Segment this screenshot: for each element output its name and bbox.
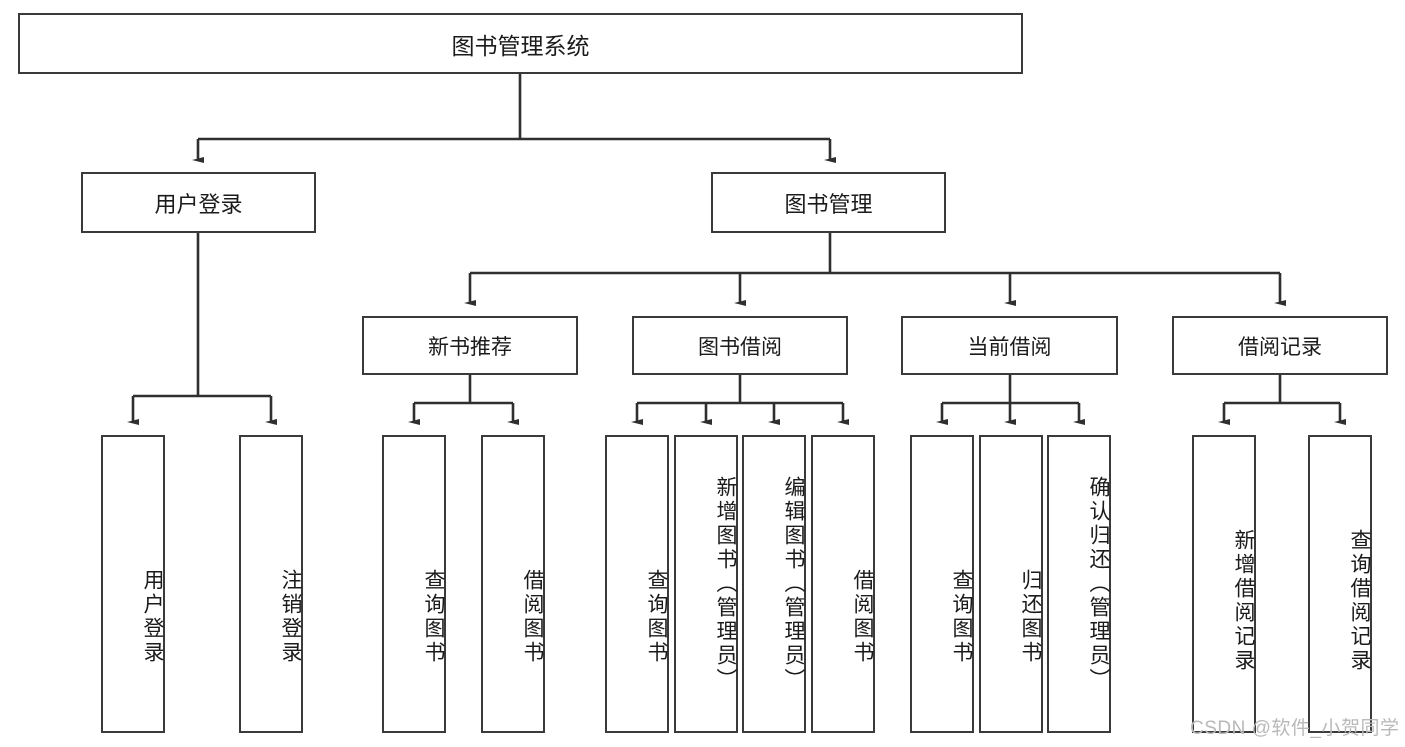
node-label: 确认归还（管理员） xyxy=(1087,476,1110,692)
leaf-current-borrow-confirm-return-admin[interactable]: 确认归还（管理员） xyxy=(1047,435,1111,733)
node-label: 查询图书 xyxy=(422,569,445,665)
node-current-borrow[interactable]: 当前借阅 xyxy=(901,316,1118,375)
node-new-book-recommend[interactable]: 新书推荐 xyxy=(362,316,578,375)
node-label: 查询借阅记录 xyxy=(1348,529,1371,673)
leaf-borrow-record-add-record[interactable]: 新增借阅记录 xyxy=(1192,435,1256,733)
node-borrow-record[interactable]: 借阅记录 xyxy=(1172,316,1388,375)
node-label: 归还图书 xyxy=(1019,569,1042,665)
node-label: 新增图书（管理员） xyxy=(714,476,737,692)
node-label: 查询图书 xyxy=(950,569,973,665)
leaf-current-borrow-return-book[interactable]: 归还图书 xyxy=(979,435,1043,733)
leaf-user-login-login[interactable]: 用户登录 xyxy=(101,435,165,733)
leaf-new-book-borrow-book[interactable]: 借阅图书 xyxy=(481,435,545,733)
node-book-borrow[interactable]: 图书借阅 xyxy=(632,316,848,375)
leaf-book-borrow-query-book[interactable]: 查询图书 xyxy=(605,435,669,733)
node-label: 图书管理 xyxy=(784,191,873,217)
node-label: 借阅图书 xyxy=(521,569,544,665)
node-label: 当前借阅 xyxy=(967,335,1052,359)
node-label: 查询图书 xyxy=(645,569,668,665)
watermark-text: CSDN @软件_小贺同学 xyxy=(1190,718,1400,739)
node-label: 借阅图书 xyxy=(851,569,874,665)
leaf-current-borrow-query-book[interactable]: 查询图书 xyxy=(910,435,974,733)
node-label: 借阅记录 xyxy=(1238,335,1322,359)
node-root-system[interactable]: 图书管理系统 xyxy=(18,13,1023,74)
node-label: 编辑图书（管理员） xyxy=(782,476,805,692)
node-label: 用户登录 xyxy=(154,191,243,217)
leaf-borrow-record-query-record[interactable]: 查询借阅记录 xyxy=(1308,435,1372,733)
leaf-book-borrow-borrow-book[interactable]: 借阅图书 xyxy=(811,435,875,733)
leaf-book-borrow-edit-book-admin[interactable]: 编辑图书（管理员） xyxy=(742,435,806,733)
node-user-login[interactable]: 用户登录 xyxy=(81,172,316,233)
node-label: 新书推荐 xyxy=(428,335,512,359)
node-label: 图书借阅 xyxy=(698,335,782,359)
leaf-book-borrow-add-book-admin[interactable]: 新增图书（管理员） xyxy=(674,435,738,733)
node-label: 用户登录 xyxy=(141,569,164,665)
node-label: 新增借阅记录 xyxy=(1232,529,1255,673)
node-book-management[interactable]: 图书管理 xyxy=(711,172,946,233)
node-label: 注销登录 xyxy=(279,569,302,665)
leaf-user-login-logout[interactable]: 注销登录 xyxy=(239,435,303,733)
leaf-new-book-query-book[interactable]: 查询图书 xyxy=(382,435,446,733)
node-label: 图书管理系统 xyxy=(451,32,590,59)
